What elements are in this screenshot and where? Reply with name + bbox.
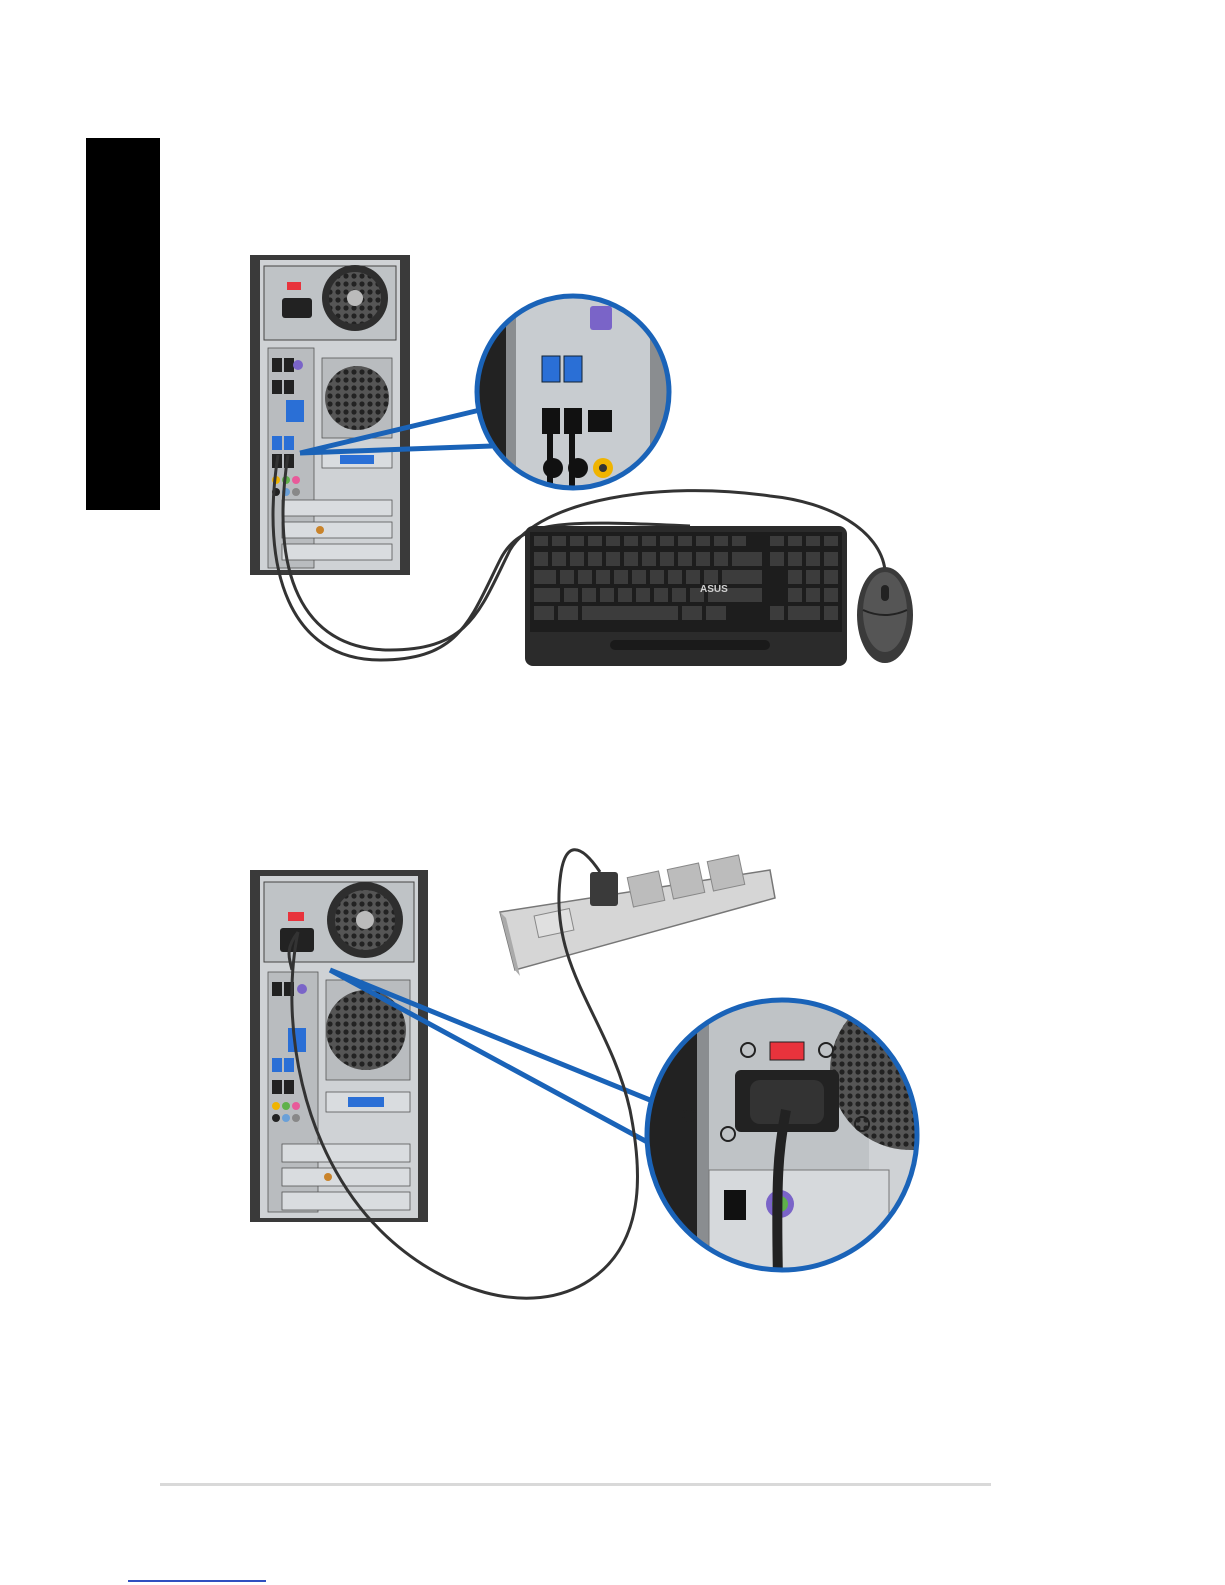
keyboard-icon: ASUS <box>525 526 847 666</box>
usb-port-zoom-callout <box>476 296 670 496</box>
keyboard-brand-label: ASUS <box>700 584 728 595</box>
power-cord-illustration <box>230 820 950 1320</box>
power-socket-zoom-callout <box>647 990 950 1280</box>
mouse-icon <box>857 567 913 663</box>
bottom-link-underline <box>128 1580 266 1582</box>
keyboard-mouse-illustration: ASUS <box>230 240 950 680</box>
footer-rule <box>160 1483 991 1486</box>
power-switch-icon <box>287 282 301 290</box>
power-plug-icon <box>590 872 618 906</box>
desktop-tower-icon <box>250 870 428 1222</box>
power-strip-icon <box>500 855 775 976</box>
side-tab <box>86 138 160 510</box>
power-switch-icon <box>288 912 304 921</box>
